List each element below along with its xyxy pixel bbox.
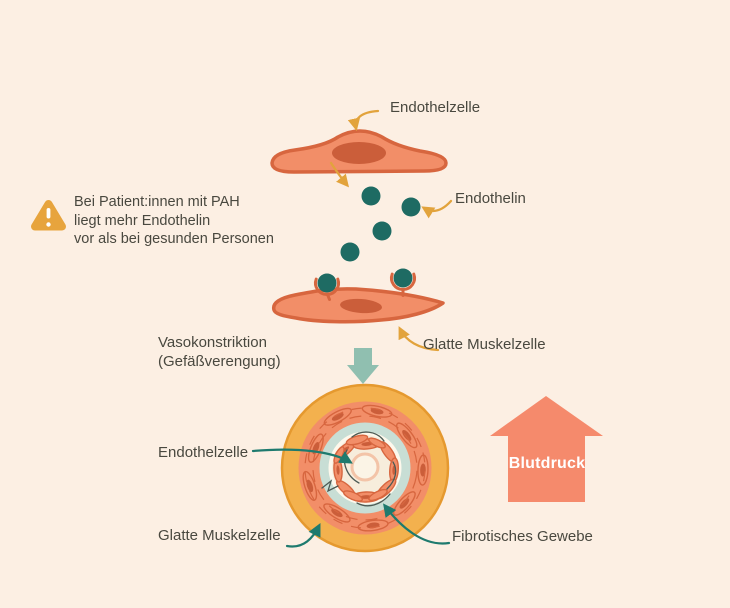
vessel-lumen [350,452,380,482]
arrow-to-endothelin-dot [421,199,453,219]
exclamation-bar [46,208,51,219]
label-endothelial-cell-top: Endothelzelle [390,99,481,116]
callout-line: liegt mehr Endothelin [74,212,211,229]
blood-pressure-up-arrow [490,396,603,502]
exclamation-dot [46,222,51,227]
label-endothelial-cell-vessel: Endothelzelle [158,444,249,461]
arrow-to-vessel-endothelium [251,448,353,464]
endothelin-molecules [317,186,421,293]
cell-nucleus [332,142,386,164]
endothelin-dot [340,242,360,262]
endothelin-dot [372,221,392,241]
label-vasoconstriction: Vasokonstriktion (Gefäßverengung) [158,333,281,371]
endothelin-dot [393,268,413,288]
vasoconstriction-line: Vasokonstriktion [158,334,267,351]
vasoconstriction-line: (Gefäßverengung) [158,353,281,370]
vasoconstriction-down-arrow [347,348,379,384]
label-blood-pressure: Blutdruck [508,455,586,472]
label-smooth-muscle-vessel: Glatte Muskelzelle [158,527,281,544]
arrow-to-endothelial-cell [347,109,380,132]
endothelial-cell-illustration [270,129,448,174]
endothelin-dot [401,197,421,217]
pah-callout-text: Bei Patient:innen mit PAH liegt mehr End… [74,193,274,249]
callout-line: vor als bei gesunden Personen [74,231,274,247]
endothelin-dot [317,273,337,293]
smooth-muscle-cell-illustration [271,287,445,324]
label-smooth-muscle-top: Glatte Muskelzelle [423,336,546,353]
warning-triangle-icon [31,200,66,231]
arrow-cell-to-endothelin [329,161,350,188]
arrow-to-fibrotic-tissue [383,503,451,545]
label-endothelin: Endothelin [455,190,526,207]
label-fibrotic-tissue: Fibrotisches Gewebe [452,528,593,545]
smooth-muscle-layer-pattern [302,404,429,532]
cell-nucleus [340,298,382,314]
vessel-cross-section [280,383,450,553]
endothelin-dot [361,186,381,206]
callout-line: Bei Patient:innen mit PAH [74,194,240,210]
arrow-to-vessel-muscle-layer [285,523,321,548]
arrow-to-smooth-muscle-cell [398,326,440,352]
endothelin-receptors [314,272,416,301]
